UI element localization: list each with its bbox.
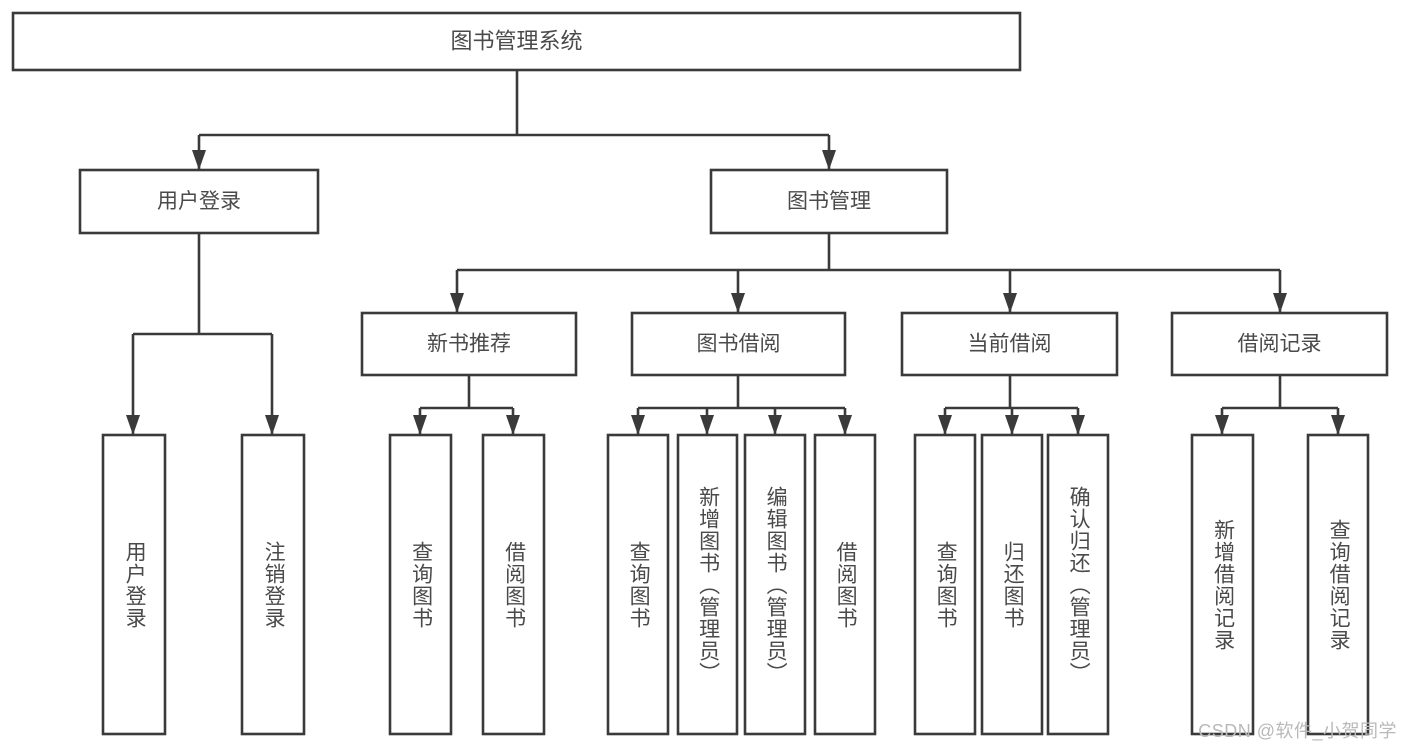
leaf-box-4	[606, 433, 670, 736]
arrow-head-icon	[1215, 415, 1229, 435]
node-level3-box-2	[900, 311, 1119, 377]
leaf-box-5	[676, 433, 739, 736]
node-root-label: 图书管理系统	[450, 28, 582, 53]
node-level3-box-1	[630, 311, 847, 377]
arrow-head-icon	[413, 415, 427, 435]
leaf-box-12	[1306, 433, 1370, 736]
node-level2-label-1: 图书管理	[787, 190, 871, 213]
leaf-box-9	[980, 433, 1044, 736]
arrow-head-icon	[838, 415, 852, 435]
arrow-head-icon	[450, 293, 464, 313]
arrow-head-icon	[1331, 415, 1345, 435]
arrow-head-icon	[822, 150, 836, 170]
leaf-box-7	[813, 433, 877, 736]
arrow-head-icon	[938, 415, 952, 435]
arrow-head-icon	[700, 415, 714, 435]
node-root-box	[11, 11, 1022, 72]
leaf-box-0	[101, 433, 167, 736]
arrow-head-icon	[1273, 293, 1287, 313]
arrow-head-icon	[192, 150, 206, 170]
node-level3-box-3	[1170, 311, 1389, 377]
node-level2-box-0	[78, 168, 320, 235]
arrow-head-icon	[1005, 415, 1019, 435]
node-box-layer	[11, 11, 1389, 736]
arrow-head-icon	[731, 293, 745, 313]
node-level3-label-0: 新书推荐	[427, 333, 511, 356]
leaf-box-3	[481, 433, 546, 736]
arrow-head-icon	[1003, 293, 1017, 313]
arrow-head-icon	[1071, 415, 1085, 435]
leaf-box-2	[388, 433, 453, 736]
node-level3-label-3: 借阅记录	[1238, 333, 1322, 356]
node-level3-label-2: 当前借阅	[968, 333, 1052, 356]
arrow-head-icon	[768, 415, 782, 435]
node-level3-box-0	[360, 311, 578, 377]
leaf-box-10	[1046, 433, 1110, 736]
leaf-box-11	[1190, 433, 1255, 736]
arrow-head-icon	[506, 415, 520, 435]
node-level2-label-0: 用户登录	[157, 190, 241, 213]
arrow-head-icon	[126, 415, 140, 435]
leaf-box-8	[913, 433, 977, 736]
arrow-head-icon	[631, 415, 645, 435]
node-level3-label-1: 图书借阅	[697, 333, 781, 356]
leaf-box-6	[743, 433, 807, 736]
arrow-head-icon	[265, 415, 279, 435]
leaf-box-1	[240, 433, 306, 736]
connector-layer	[126, 70, 1345, 435]
node-level2-box-1	[709, 168, 949, 235]
watermark: CSDN @软件_小贺同学	[1198, 721, 1397, 741]
